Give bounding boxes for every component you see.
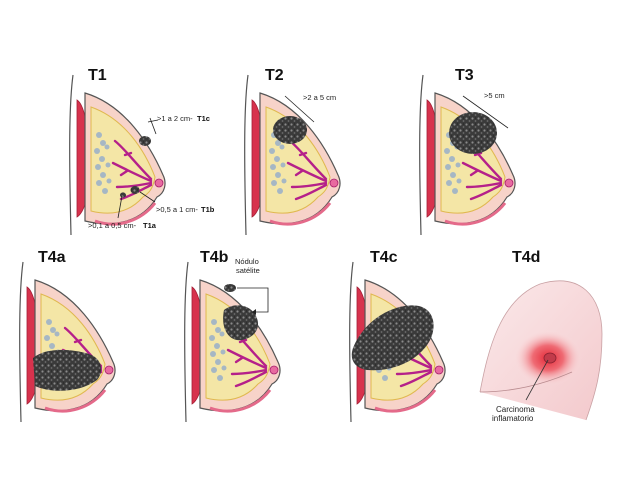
stage-t4a — [18, 260, 117, 424]
stage-label-t4a: T4a — [38, 249, 66, 266]
nipple — [543, 352, 557, 364]
stage-t3 — [418, 73, 517, 237]
stage-t2 — [243, 73, 342, 237]
note-t1c-code: T1c — [197, 114, 210, 123]
note-t1a-code: T1a — [143, 221, 157, 230]
satellite-pointer — [237, 287, 269, 313]
tumor-t2 — [273, 116, 307, 144]
note-t4d-line2: inflamatorio — [492, 414, 534, 423]
tumor-t4a — [33, 349, 102, 391]
note-t4b-line2: satélite — [236, 266, 260, 275]
stage-t4d — [479, 280, 603, 421]
stage-t4c — [348, 260, 447, 424]
note-t1a-size: >0,1 a 0,5 cm- — [88, 221, 137, 230]
tumor-t1a — [120, 192, 126, 198]
tumor-t1b — [130, 186, 140, 194]
note-t4d-line1: Carcinoma — [496, 405, 535, 414]
stage-label-t3: T3 — [455, 67, 474, 84]
stage-label-t1: T1 — [88, 67, 107, 84]
note-t1c-size: >1 a 2 cm- — [157, 114, 193, 123]
tumor-t4b — [223, 305, 259, 341]
satellite-arrow-icon — [252, 309, 256, 315]
note-t2-size: >2 a 5 cm — [303, 93, 336, 102]
satellite-nodule — [224, 284, 236, 292]
note-t4b-line1: Nódulo — [235, 257, 259, 266]
note-t1b-size: >0,5 a 1 cm- — [156, 205, 198, 214]
stage-t1 — [68, 73, 167, 237]
stage-t4b — [183, 260, 282, 424]
tumor-t4c — [351, 305, 434, 371]
stage-label-t2: T2 — [265, 67, 284, 84]
stage-label-t4c: T4c — [370, 249, 398, 266]
tumor-t3 — [449, 112, 497, 154]
note-t3-size: >5 cm — [484, 91, 505, 100]
note-t1b-code: T1b — [201, 205, 215, 214]
tumor-t1c — [139, 136, 151, 146]
stage-label-t4b: T4b — [200, 249, 229, 266]
t4d-pointer — [525, 359, 549, 401]
stage-label-t4d: T4d — [512, 249, 540, 266]
